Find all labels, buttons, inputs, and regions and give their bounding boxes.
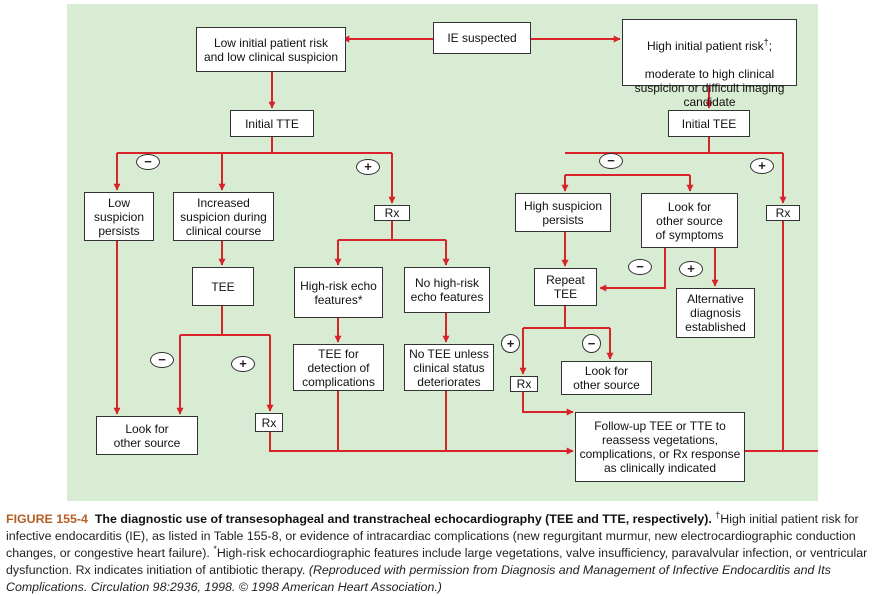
line-rx-split: [338, 221, 446, 241]
no-high-risk-echo-box: No high-risk echo features: [404, 267, 490, 313]
line-tee-split: [565, 137, 783, 154]
arrow-rx-middle-to-followup: [522, 392, 574, 416]
tee-detection-box: TEE for detection of complications: [293, 344, 384, 391]
followup-box: Follow-up TEE or TTE to reassess vegetat…: [575, 412, 745, 482]
line-left-tee-split: [180, 306, 270, 336]
negative-sign-left-tee: −: [150, 352, 174, 368]
high-risk-echo-box: High-risk echo features*: [294, 267, 383, 318]
figure-caption: FIGURE 155-4 The diagnostic use of trans…: [6, 509, 868, 594]
caption-text-2: High-risk echocardiographic features inc…: [6, 546, 868, 577]
no-tee-box: No TEE unless clinical status deteriorat…: [404, 344, 494, 391]
high-suspicion-box: High suspicion persists: [515, 193, 611, 232]
negative-sign-tte: −: [136, 154, 160, 170]
initial-tte-box: Initial TTE: [230, 110, 314, 137]
caption-reference: (Reproduced with permission from Diagnos…: [6, 563, 831, 594]
high-risk-box: High initial patient risk†; moderate to …: [622, 19, 797, 109]
caption-text-1: High initial patient risk for infective …: [6, 512, 859, 560]
look-other-left-box: Look for other source: [96, 416, 198, 455]
look-other-symptoms-box: Look for other source of symptoms: [641, 193, 738, 248]
rx-left-box: Rx: [374, 205, 410, 221]
negative-sign-tee: −: [599, 153, 623, 169]
rx-middle-box: Rx: [510, 376, 538, 392]
line-repeat-split: [523, 306, 610, 329]
figure-title: The diagnostic use of transesophageal an…: [94, 512, 712, 526]
line-tte-split: [117, 137, 392, 154]
positive-sign-repeat: +: [501, 334, 520, 353]
repeat-tee-box: Repeat TEE: [534, 268, 597, 306]
arrow-rx-right-to-followup: [740, 221, 818, 452]
low-suspicion-box: Low suspicion persists: [84, 192, 154, 241]
low-risk-box: Low initial patient risk and low clinica…: [196, 27, 346, 72]
rx-bottom-left-box: Rx: [255, 413, 283, 432]
positive-sign-tee: +: [750, 158, 774, 174]
alt-diagnosis-box: Alternative diagnosis established: [676, 288, 755, 338]
positive-sign-look: +: [679, 261, 703, 277]
arrow-look-neg-repeat: [599, 248, 666, 292]
figure-label: FIGURE 155-4: [6, 512, 88, 526]
rx-right-box: Rx: [766, 205, 800, 221]
tee-left-box: TEE: [192, 267, 254, 306]
ie-suspected-box: IE suspected: [433, 22, 531, 54]
positive-sign-left-tee: +: [231, 356, 255, 372]
negative-sign-repeat: −: [582, 334, 601, 353]
initial-tee-box: Initial TEE: [668, 110, 750, 137]
positive-sign-tte: +: [356, 159, 380, 175]
increased-suspicion-box: Increased suspicion during clinical cour…: [173, 192, 274, 241]
look-other-right-box: Look for other source: [561, 361, 652, 395]
negative-sign-look: −: [628, 259, 652, 275]
arrow-to-followup: [269, 432, 574, 455]
